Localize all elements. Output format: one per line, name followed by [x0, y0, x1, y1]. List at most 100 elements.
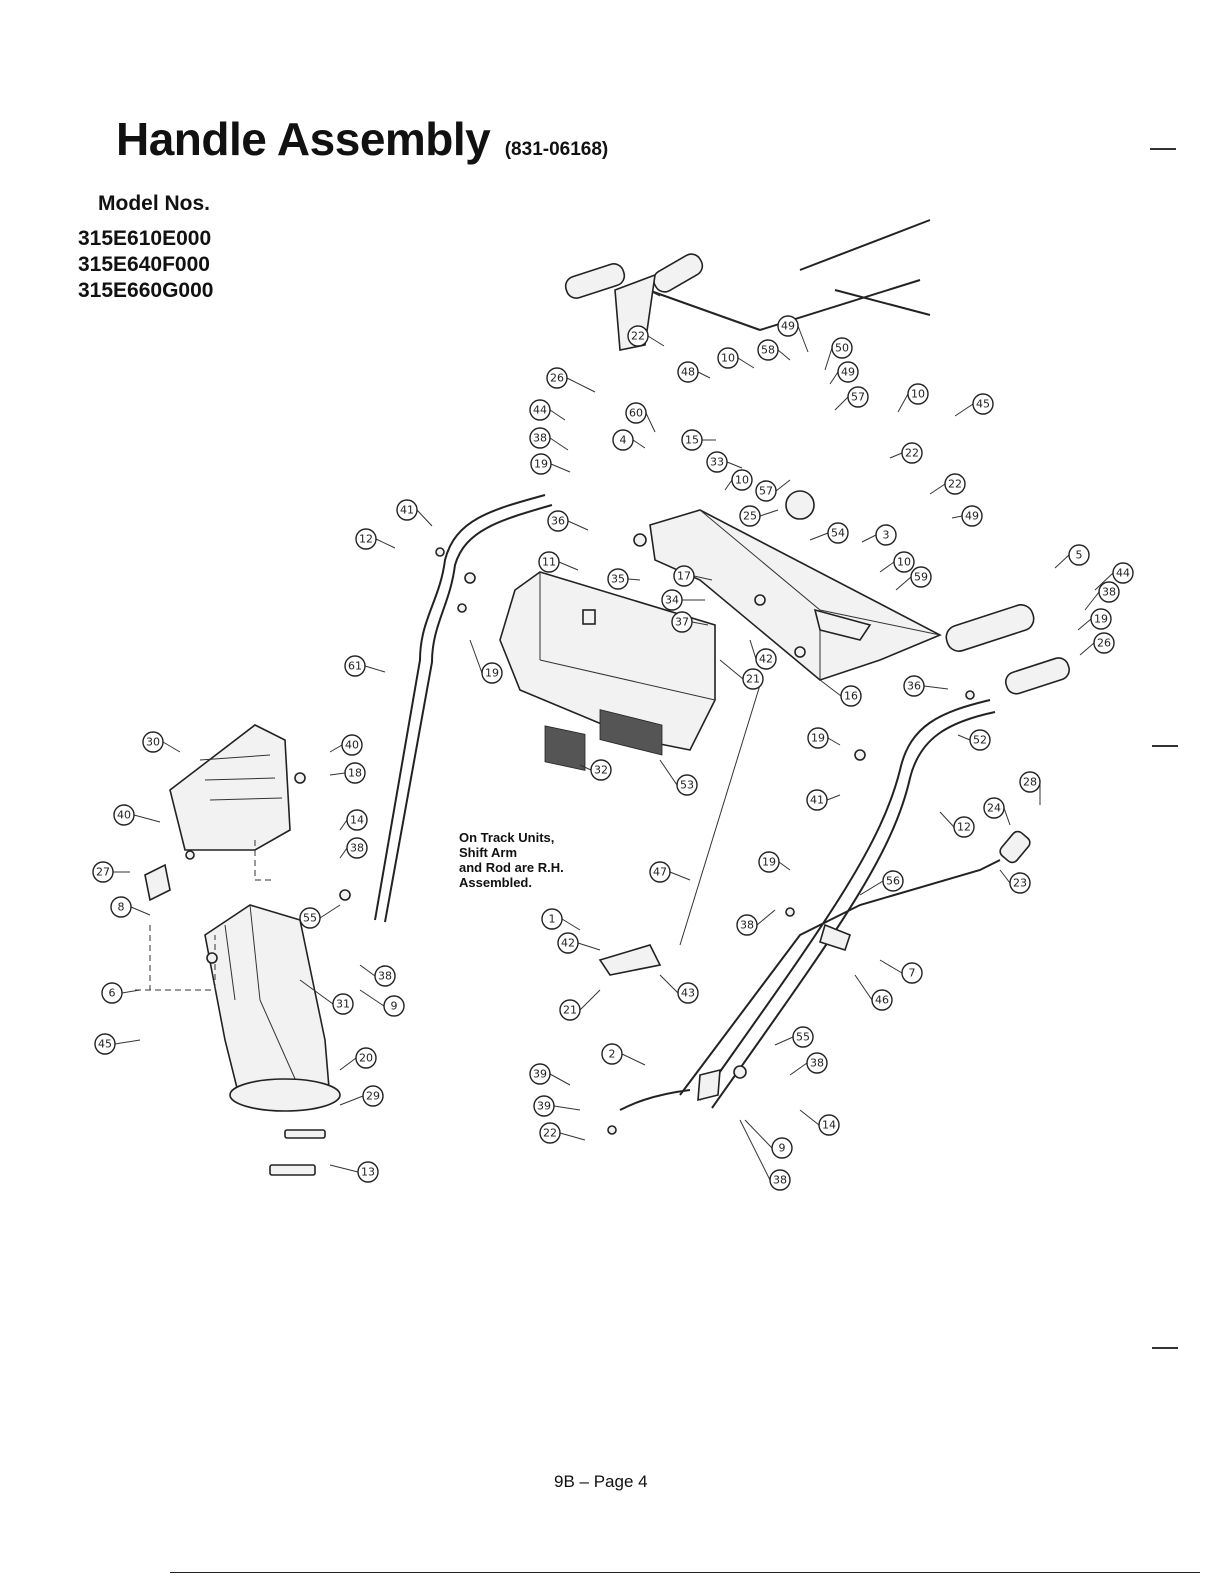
callout-number: 38	[773, 1174, 787, 1187]
callout-bubble	[374, 965, 396, 987]
callout-leader	[895, 576, 912, 591]
callout-leader	[566, 377, 596, 393]
part-callout: 38	[739, 1119, 791, 1191]
callout-bubble	[972, 393, 994, 415]
part-callout: 2	[601, 1043, 646, 1066]
callout-bubble	[901, 442, 923, 464]
part-callout: 14	[799, 1109, 840, 1136]
part-callout: 22	[929, 473, 966, 495]
callout-bubble	[612, 429, 634, 451]
callout-leader	[691, 621, 709, 626]
callout-bubble	[383, 995, 405, 1017]
callout-number: 55	[303, 912, 317, 925]
callout-leader	[621, 1053, 646, 1066]
part-callout: 17	[673, 565, 713, 587]
part-callout: 15	[681, 429, 716, 451]
callout-leader	[561, 918, 581, 931]
callout-number: 38	[810, 1057, 824, 1070]
callout-number: 1	[549, 913, 556, 926]
callout-bubble	[673, 565, 695, 587]
dash-panel	[499, 571, 716, 771]
callout-leader	[659, 759, 678, 786]
callout-number: 45	[976, 398, 990, 411]
callout-number: 15	[685, 434, 699, 447]
callout-leader	[724, 479, 733, 491]
chute-rod	[679, 684, 761, 946]
callout-number: 16	[844, 690, 858, 703]
callout-bubble	[299, 907, 321, 929]
callout-bubble	[961, 505, 983, 527]
callout-bubble	[875, 524, 897, 546]
callout-number: 40	[117, 809, 131, 822]
callout-number: 50	[835, 342, 849, 355]
callout-bubble	[806, 789, 828, 811]
handle-panel	[649, 509, 942, 681]
callout-leader	[744, 1119, 773, 1149]
callout-bubble	[739, 505, 761, 527]
callout-number: 2	[609, 1048, 616, 1061]
callout-bubble	[533, 1095, 555, 1117]
callout-number: 55	[796, 1031, 810, 1044]
callout-bubble	[539, 1122, 561, 1144]
assembly-title: Handle Assembly	[116, 113, 491, 165]
callout-bubble	[807, 727, 829, 749]
callout-number: 25	[743, 510, 757, 523]
callout-leader	[824, 347, 833, 371]
callout-number: 26	[1097, 637, 1111, 650]
part-callout: 14	[339, 809, 368, 831]
part-callout: 13	[329, 1161, 379, 1183]
callout-number: 42	[759, 653, 773, 666]
track-unit-note: On Track Units, Shift Arm and Rod are R.…	[459, 830, 564, 890]
callout-leader	[339, 1095, 364, 1106]
part-callout: 12	[355, 528, 396, 550]
callout-leader	[359, 989, 385, 1007]
callout-number: 10	[897, 556, 911, 569]
part-callout: 19	[807, 727, 841, 749]
callout-number: 26	[550, 372, 564, 385]
callout-number: 57	[851, 391, 865, 404]
callout-bubble	[649, 861, 671, 883]
callout-bubble	[355, 1047, 377, 1069]
callout-bubble	[882, 870, 904, 892]
callout-leader	[121, 989, 141, 994]
callout-leader	[819, 679, 842, 697]
callout-number: 49	[841, 366, 855, 379]
callout-bubble	[627, 325, 649, 347]
part-callout: 36	[547, 510, 589, 532]
callout-leader	[299, 979, 334, 1005]
part-callout: 28	[1019, 771, 1041, 805]
assembly-part-number: (831-06168)	[504, 139, 609, 160]
callout-leader	[799, 1109, 820, 1126]
part-callout: 44	[1094, 562, 1134, 591]
callout-leader	[364, 665, 386, 673]
part-callout: 52	[957, 729, 991, 751]
part-callout: 16	[819, 679, 862, 707]
callout-bubble	[903, 675, 925, 697]
callout-bubble	[736, 914, 758, 936]
callout-number: 10	[721, 352, 735, 365]
part-callout: 1	[541, 908, 581, 931]
callout-bubble	[840, 685, 862, 707]
part-callout: 45	[94, 1033, 141, 1055]
part-callout: 19	[1077, 608, 1112, 631]
part-callout: 32	[579, 759, 612, 781]
callout-leader	[577, 942, 601, 951]
callout-bubble	[396, 499, 418, 521]
callout-leader	[133, 814, 161, 823]
callout-leader	[739, 1119, 771, 1181]
callout-bubble	[346, 837, 368, 859]
part-callout: 20	[339, 1047, 377, 1071]
callout-number: 31	[336, 998, 350, 1011]
bottom-rule	[170, 1572, 1200, 1573]
part-callout: 9	[359, 989, 405, 1017]
callout-bubble	[113, 804, 135, 826]
callout-number: 41	[400, 504, 414, 517]
part-callout: 49	[951, 505, 983, 527]
part-callout: 41	[806, 789, 841, 811]
callout-number: 47	[653, 866, 667, 879]
callout-bubble	[601, 1043, 623, 1065]
callout-leader	[774, 1036, 794, 1046]
part-callout: 38	[736, 909, 776, 936]
callout-number: 38	[1102, 586, 1116, 599]
